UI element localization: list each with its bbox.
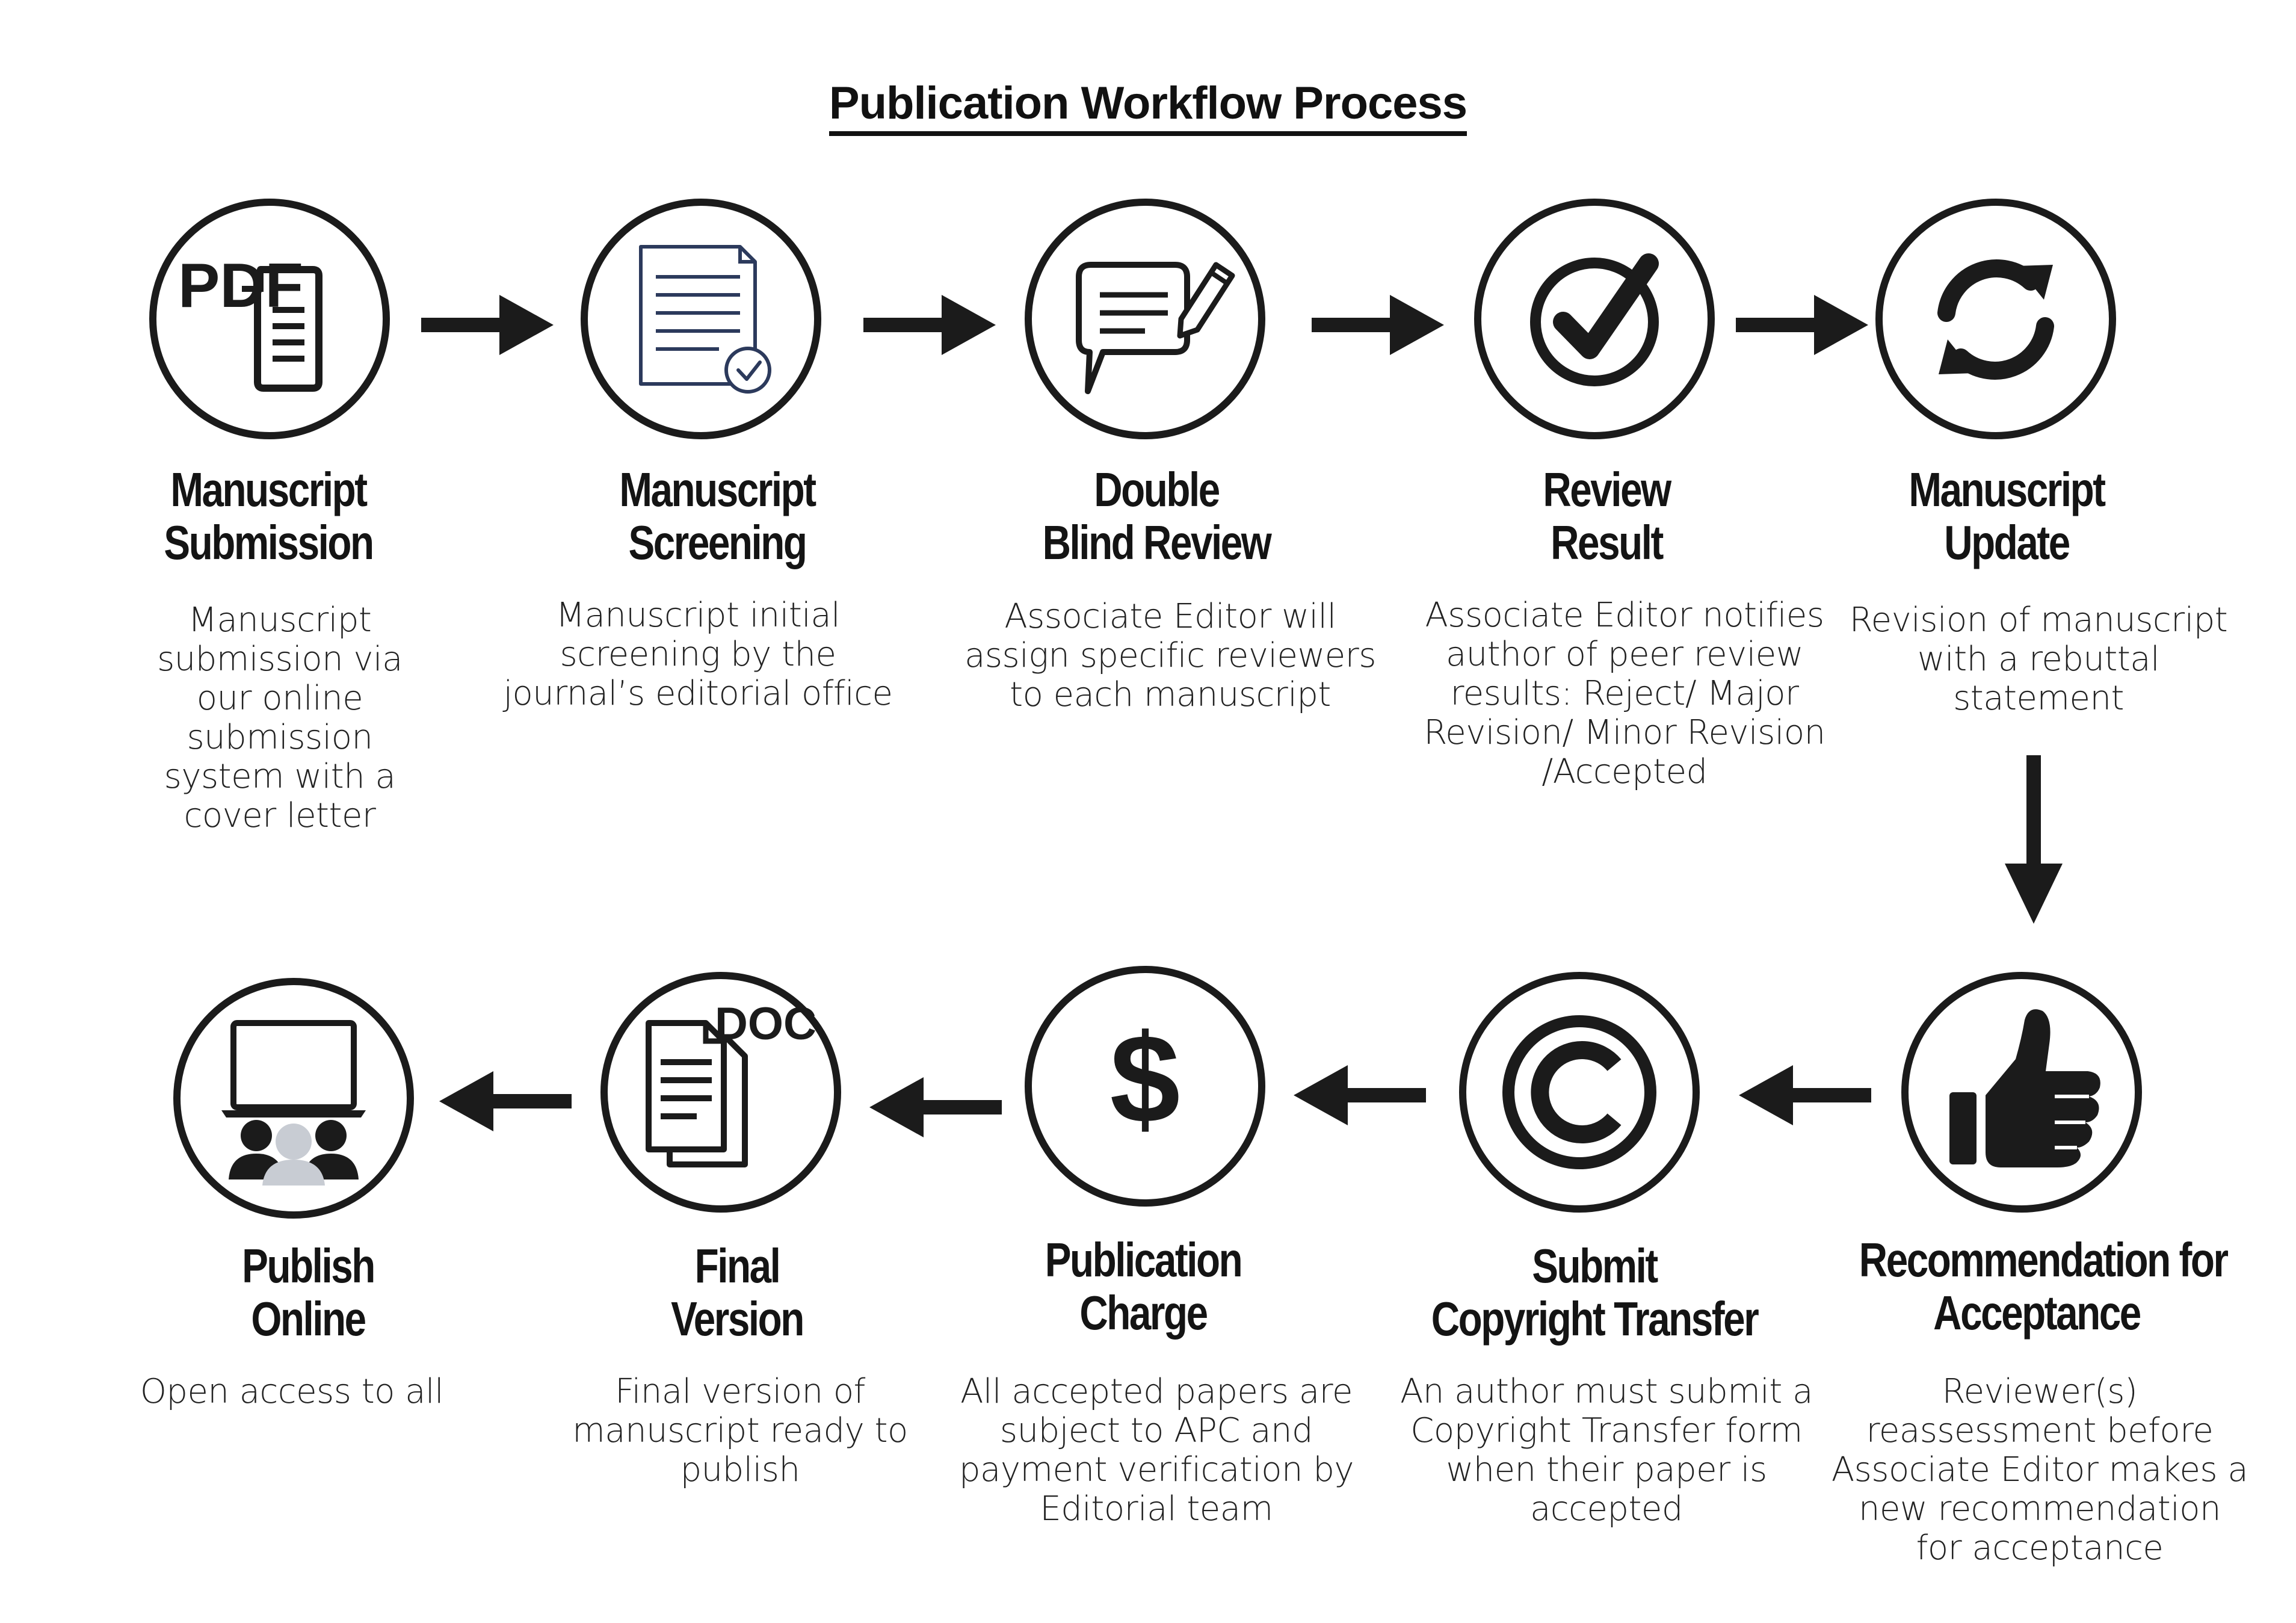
arrow-right-2 (863, 295, 996, 355)
arrow-left-2 (1294, 1065, 1426, 1125)
step-recommendation-for-acceptance (1901, 972, 2142, 1213)
checkmark-circle-icon (1474, 199, 1715, 439)
step-publication-charge: $ (1025, 966, 1265, 1207)
chat-pencil-icon (1025, 199, 1265, 439)
step-manuscript-update (1875, 199, 2116, 439)
pdf-label: PDF (178, 251, 303, 321)
checked-document-icon (581, 199, 821, 439)
step-double-blind-review (1025, 199, 1265, 439)
desc-publish-online: Open access to all (140, 1372, 444, 1411)
step-final-version: DOC (600, 972, 841, 1213)
laptop-audience-icon (173, 978, 414, 1219)
step-manuscript-submission: PDF (149, 199, 390, 439)
diagram-title: Publication Workflow Process (0, 77, 2296, 136)
svg-text:$: $ (1110, 1008, 1180, 1149)
step-manuscript-screening (581, 199, 821, 439)
arrow-right-4 (1736, 295, 1868, 355)
step-publish-online (173, 978, 414, 1219)
arrow-right-1 (421, 295, 554, 355)
refresh-icon (1875, 199, 2116, 439)
thumbs-up-icon (1901, 972, 2142, 1213)
doc-files-icon: DOC (600, 972, 841, 1213)
copyright-icon (1459, 972, 1700, 1213)
doc-label: DOC (715, 998, 816, 1050)
arrow-right-3 (1312, 295, 1444, 355)
step-submit-copyright-transfer (1459, 972, 1700, 1213)
arrow-left-1 (1739, 1065, 1871, 1125)
arrow-left-4 (439, 1071, 572, 1131)
arrow-down (2005, 755, 2063, 924)
step-review-result (1474, 199, 1715, 439)
pdf-document-icon: PDF (149, 199, 390, 439)
arrow-left-3 (869, 1077, 1002, 1137)
dollar-icon: $ (1025, 966, 1265, 1207)
